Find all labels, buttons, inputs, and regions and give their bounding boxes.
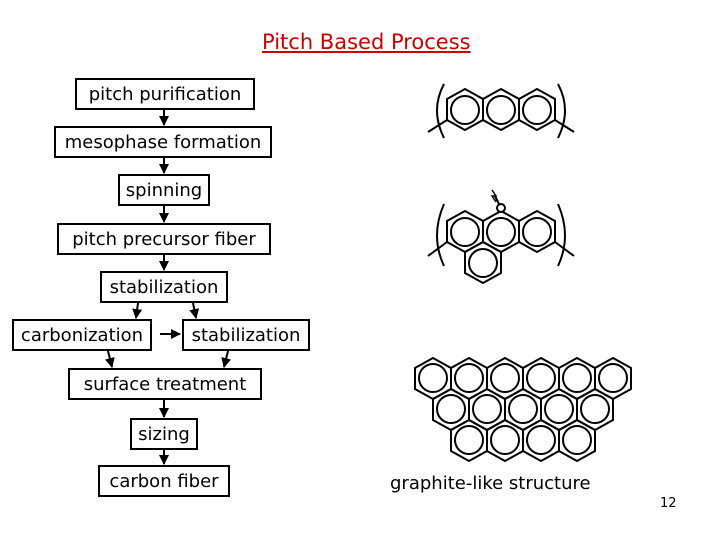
graphite-caption: graphite-like structure bbox=[390, 473, 591, 494]
arrow-8 bbox=[221, 350, 232, 368]
graphite-sheet bbox=[414, 356, 632, 463]
step-stabilization-1: stabilization bbox=[100, 271, 228, 303]
step-pitch-purification: pitch purification bbox=[75, 78, 255, 110]
step-surface-treatment: surface treatment bbox=[68, 368, 262, 400]
step-carbon-fiber: carbon fiber bbox=[98, 465, 230, 497]
slide-title: Pitch Based Process bbox=[262, 30, 471, 54]
page-number: 12 bbox=[660, 496, 677, 511]
arrow-5 bbox=[132, 302, 143, 319]
arrow-7 bbox=[104, 350, 115, 368]
step-mesophase-formation: mesophase formation bbox=[54, 126, 272, 158]
step-pitch-precursor-fiber: pitch precursor fiber bbox=[57, 223, 271, 255]
step-spinning: spinning bbox=[118, 174, 210, 206]
step-sizing: sizing bbox=[130, 418, 198, 450]
step-carbonization: carbonization bbox=[12, 319, 152, 351]
flow-arrows bbox=[104, 110, 232, 465]
step-stabilization-2: stabilization bbox=[182, 319, 310, 351]
arrow-6 bbox=[189, 302, 200, 319]
molecule-linear bbox=[427, 83, 575, 139]
molecule-radical bbox=[427, 189, 575, 285]
